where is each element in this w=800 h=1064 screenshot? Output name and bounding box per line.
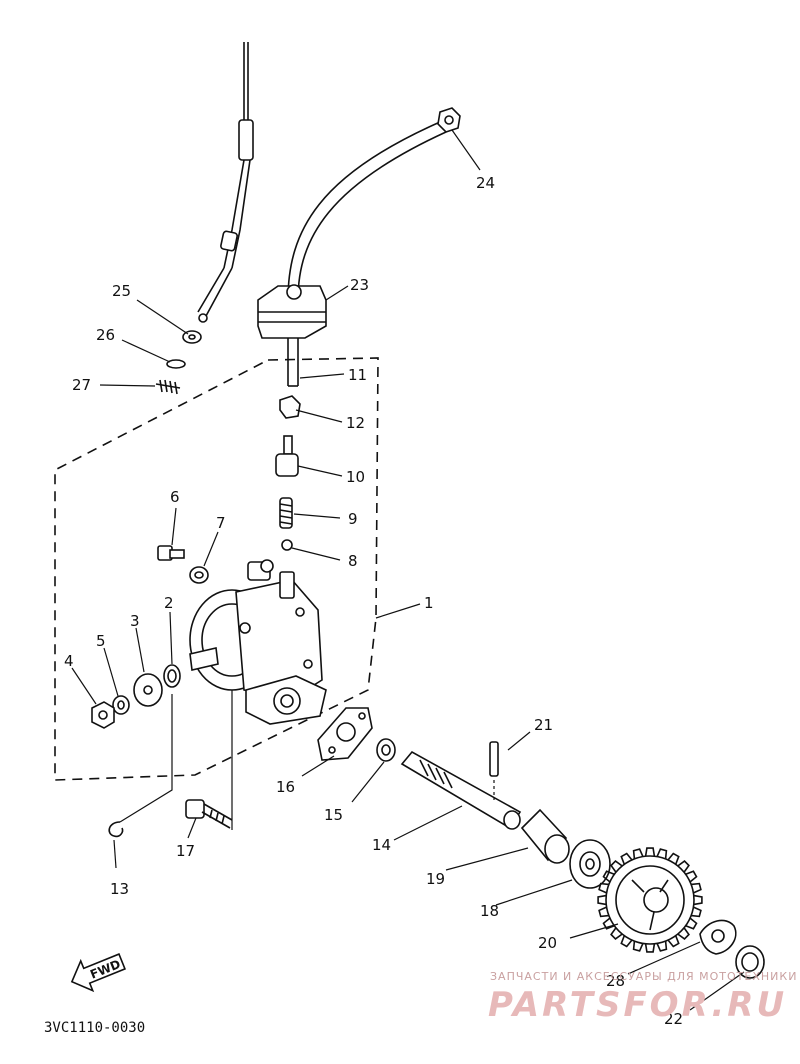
bolt-6 bbox=[157, 545, 185, 561]
assembly-boundary bbox=[54, 357, 379, 781]
washer-5 bbox=[112, 695, 130, 715]
callout-6: 6 bbox=[170, 488, 180, 506]
callout-3: 3 bbox=[130, 612, 140, 630]
oil-delivery-pipe bbox=[287, 121, 447, 387]
callout-1: 1 bbox=[424, 594, 434, 612]
screw-17 bbox=[185, 799, 233, 829]
diagram-code: 3VC1110-0030 bbox=[44, 1020, 145, 1036]
callout-4: 4 bbox=[64, 652, 74, 670]
gear-tooth bbox=[602, 917, 615, 930]
callout-22: 22 bbox=[664, 1010, 683, 1028]
callout-14: 14 bbox=[372, 836, 391, 854]
gear-tooth bbox=[620, 935, 633, 948]
o-ring-2 bbox=[163, 664, 181, 688]
collar-19 bbox=[520, 808, 570, 864]
gear-tooth bbox=[597, 894, 607, 906]
callout-21: 21 bbox=[534, 716, 553, 734]
gear-tooth bbox=[602, 870, 615, 883]
plate-3 bbox=[133, 673, 163, 707]
washer-15 bbox=[376, 738, 396, 762]
o-ring-26 bbox=[166, 359, 186, 369]
callout-15: 15 bbox=[324, 806, 343, 824]
callout-10: 10 bbox=[346, 468, 365, 486]
callout-12: 12 bbox=[346, 414, 365, 432]
circlip-28 bbox=[699, 919, 737, 955]
gear-tooth bbox=[677, 927, 690, 940]
callout-18: 18 bbox=[480, 902, 499, 920]
spring-9 bbox=[279, 497, 293, 529]
gear-tooth bbox=[644, 943, 656, 953]
gear-tooth bbox=[656, 941, 668, 952]
ball-8 bbox=[281, 539, 293, 551]
leader-lines bbox=[71, 129, 745, 1011]
callout-labels: 24 23 11 12 10 9 8 1 25 26 27 6 7 2 3 5 … bbox=[64, 174, 683, 1028]
callout-5: 5 bbox=[96, 632, 106, 650]
gear-tooth bbox=[667, 852, 680, 865]
fwd-arrow-icon: FWD bbox=[70, 953, 126, 993]
gear-tooth bbox=[667, 935, 680, 948]
gear-tooth bbox=[693, 894, 703, 906]
callout-2: 2 bbox=[164, 594, 174, 612]
callout-27: 27 bbox=[72, 376, 91, 394]
callout-17: 17 bbox=[176, 842, 195, 860]
watermark-brand: PARTSFOR.RU bbox=[488, 985, 787, 1025]
washer-7 bbox=[189, 566, 209, 584]
gear-tooth bbox=[685, 917, 698, 930]
screw-27 bbox=[155, 379, 181, 395]
gear-tooth bbox=[610, 927, 623, 940]
callout-24: 24 bbox=[476, 174, 495, 192]
callout-26: 26 bbox=[96, 326, 115, 344]
callout-8: 8 bbox=[348, 552, 358, 570]
gear-tooth bbox=[656, 848, 668, 859]
oil-pump-cable bbox=[197, 42, 254, 323]
callout-28: 28 bbox=[606, 972, 625, 990]
nut-4 bbox=[91, 701, 115, 729]
valve-nut-12 bbox=[279, 395, 301, 419]
callout-11: 11 bbox=[348, 366, 367, 384]
callout-16: 16 bbox=[276, 778, 295, 796]
gear-20 bbox=[597, 847, 703, 953]
end-nut bbox=[437, 107, 461, 133]
oil-pump-body bbox=[189, 559, 327, 725]
callout-23: 23 bbox=[350, 276, 369, 294]
gear-tooth bbox=[598, 882, 609, 894]
bearing-18 bbox=[569, 839, 611, 889]
gear-tooth bbox=[632, 848, 644, 859]
gear-tooth bbox=[610, 860, 623, 873]
gear-tooth bbox=[620, 852, 633, 865]
pin-21 bbox=[489, 741, 499, 777]
gear-tooth bbox=[691, 882, 702, 894]
clip-22 bbox=[735, 945, 765, 979]
clip-13 bbox=[108, 821, 124, 838]
gear-tooth bbox=[598, 906, 609, 918]
callout-13: 13 bbox=[110, 880, 129, 898]
gear-tooth bbox=[632, 941, 644, 952]
callout-9: 9 bbox=[348, 510, 358, 528]
callout-20: 20 bbox=[538, 934, 557, 952]
gear-tooth bbox=[691, 906, 702, 918]
gasket-16 bbox=[317, 707, 373, 761]
callout-19: 19 bbox=[426, 870, 445, 888]
pump-drive-shaft-14 bbox=[400, 750, 522, 830]
pipe-clamp bbox=[257, 284, 327, 339]
callout-7: 7 bbox=[216, 514, 226, 532]
check-valve-10 bbox=[275, 435, 299, 477]
gear-tooth bbox=[644, 847, 656, 857]
gear-tooth bbox=[685, 870, 698, 883]
watermark-tagline: ЗАПЧАСТИ И АКСЕССУАРЫ ДЛЯ МОТОТЕХНИКИ bbox=[490, 970, 797, 983]
gear-tooth bbox=[677, 860, 690, 873]
callout-25: 25 bbox=[112, 282, 131, 300]
